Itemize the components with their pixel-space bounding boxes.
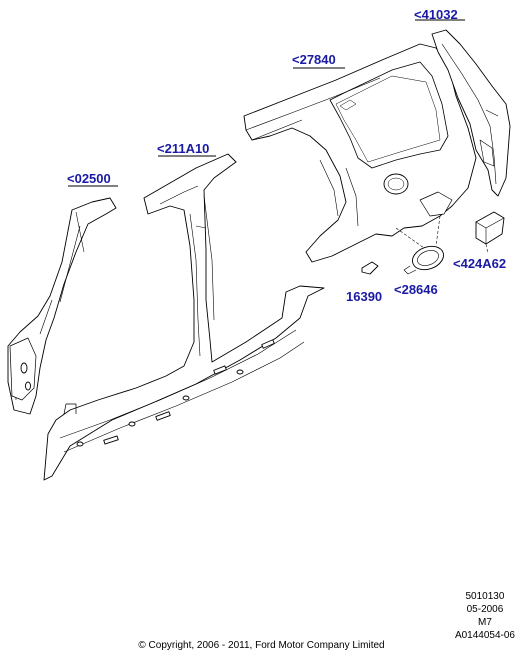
callout-41032[interactable]: <41032 xyxy=(414,7,458,22)
ref-date: 05-2006 xyxy=(466,604,504,615)
copyright-notice: © Copyright, 2006 - 2011, Ford Motor Com… xyxy=(138,640,385,651)
ref-model: M7 xyxy=(478,617,492,628)
callout-underlines xyxy=(68,20,465,186)
ref-number: A0144054-06 xyxy=(454,630,515,641)
part-front-pillar[interactable] xyxy=(8,198,116,414)
part-fuel-door[interactable] xyxy=(404,242,447,274)
part-clip[interactable] xyxy=(362,262,378,274)
callout-28646[interactable]: <28646 xyxy=(394,282,438,297)
part-bracket[interactable] xyxy=(476,212,504,244)
callout-424a62[interactable]: <424A62 xyxy=(453,256,507,271)
leader-lines xyxy=(396,216,488,254)
part-center-pillar[interactable] xyxy=(44,154,324,480)
callout-211a10[interactable]: <211A10 xyxy=(157,141,210,156)
part-rear-pillar[interactable] xyxy=(432,30,510,196)
callout-27840[interactable]: <27840 xyxy=(292,52,336,67)
reference-block: 5010130 05-2006 M7 A0144054-06 xyxy=(455,590,515,642)
callout-16390[interactable]: 16390 xyxy=(346,289,383,304)
ref-code: 5010130 xyxy=(465,591,505,602)
callout-02500[interactable]: <02500 xyxy=(67,171,111,186)
part-quarter-panel[interactable] xyxy=(244,44,476,262)
